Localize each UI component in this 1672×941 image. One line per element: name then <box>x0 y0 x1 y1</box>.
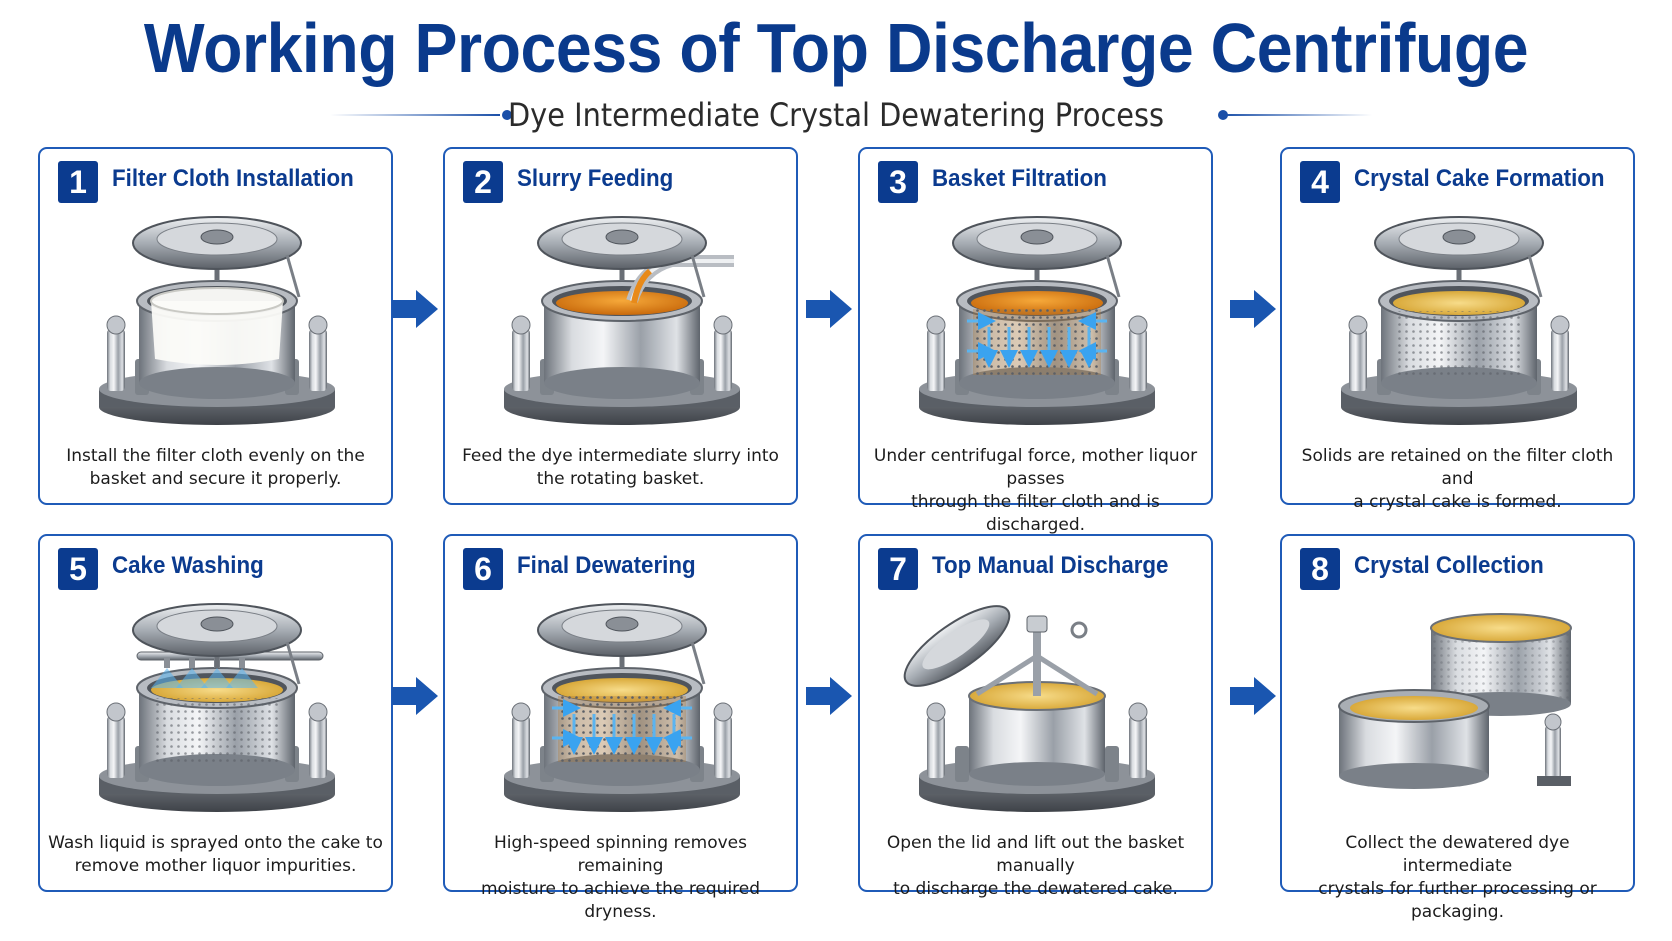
centrifuge-filtration-icon <box>919 216 1155 425</box>
crystal-collection-icon <box>1338 613 1572 789</box>
flow-arrow-icon <box>806 290 852 328</box>
step-description: Feed the dye intermediate slurry into the… <box>453 445 788 491</box>
subtitle-line-right <box>1222 114 1372 116</box>
centrifuge-cake-icon <box>1341 216 1577 425</box>
flow-arrow-icon <box>392 677 438 715</box>
step-description-line-1: Solids are retained on the filter cloth … <box>1301 446 1614 489</box>
page-subtitle: Dye Intermediate Crystal Dewatering Proc… <box>507 96 1165 134</box>
step-number-badge: 4 <box>1300 161 1340 203</box>
step-description-line-1: Under centrifugal force, mother liquor p… <box>873 446 1198 489</box>
step-description-line-2: the rotating basket. <box>536 469 705 489</box>
flow-arrow-icon <box>806 677 852 715</box>
step-description: Under centrifugal force, mother liquor p… <box>868 445 1203 537</box>
centrifuge-filter-cloth-icon <box>99 216 335 425</box>
flow-arrow-icon <box>1230 677 1276 715</box>
step-description: Solids are retained on the filter cloth … <box>1290 445 1625 514</box>
step-card-1: 1 Filter Cloth Installation Install the f… <box>38 147 393 505</box>
centrifuge-washing-icon <box>99 603 335 812</box>
centrifuge-dewatering-icon <box>504 603 740 812</box>
step-number-badge: 7 <box>878 548 918 590</box>
step-title: Cake Washing <box>112 552 264 579</box>
subtitle-row: Dye Intermediate Crystal Dewatering Proc… <box>0 92 1672 138</box>
step-title: Crystal Collection <box>1354 552 1544 579</box>
step-number-badge: 6 <box>463 548 503 590</box>
step-description: Wash liquid is sprayed onto the cake to r… <box>48 832 383 878</box>
step-title: Top Manual Discharge <box>932 552 1169 579</box>
step-description-line-1: Feed the dye intermediate slurry into <box>462 446 779 466</box>
step-number-badge: 5 <box>58 548 98 590</box>
subtitle-line-left <box>330 114 500 116</box>
step-description-line-1: Install the filter cloth evenly on the <box>66 446 365 466</box>
step-number-badge: 1 <box>58 161 98 203</box>
subtitle-dot-left <box>502 110 512 120</box>
step-description-line-1: Wash liquid is sprayed onto the cake to <box>48 833 383 853</box>
step-card-4: 4 Crystal Cake Formation Solids are retai… <box>1280 147 1635 512</box>
step-description: Open the lid and lift out the basket man… <box>868 832 1203 901</box>
centrifuge-slurry-feed-icon <box>504 216 740 425</box>
step-description-line-2: crystals for further processing or packa… <box>1318 879 1597 922</box>
step-title: Basket Filtration <box>932 165 1107 192</box>
step-description-line-2: basket and secure it properly. <box>89 469 342 489</box>
step-description: Install the filter cloth evenly on the ba… <box>48 445 383 491</box>
step-card-2: 2 Slurry Feeding Feed the dye intermediat… <box>443 147 798 505</box>
step-number-badge: 8 <box>1300 548 1340 590</box>
step-title: Crystal Cake Formation <box>1354 165 1605 192</box>
step-card-8: 8 Crystal Collection Collect the dewatere… <box>1280 534 1635 922</box>
step-description-line-1: Collect the dewatered dye intermediate <box>1345 833 1570 876</box>
centrifuge-discharge-icon <box>903 605 1155 812</box>
step-number-badge: 3 <box>878 161 918 203</box>
step-description-line-2: a crystal cake is formed. <box>1353 492 1562 512</box>
step-number-badge: 2 <box>463 161 503 203</box>
step-description-line-1: High-speed spinning removes remaining <box>494 833 747 876</box>
step-description-line-2: through the filter cloth and is discharg… <box>911 492 1160 535</box>
step-description-line-2: remove mother liquor impurities. <box>74 856 357 876</box>
page-title: Working Process of Top Discharge Centrif… <box>143 9 1529 87</box>
step-description-line-2: to discharge the dewatered cake. <box>893 879 1178 899</box>
flow-arrow-icon <box>1230 290 1276 328</box>
step-title: Final Dewatering <box>517 552 696 579</box>
step-title: Slurry Feeding <box>517 165 674 192</box>
step-description-line-2: moisture to achieve the required dryness… <box>480 879 761 922</box>
step-title: Filter Cloth Installation <box>112 165 354 192</box>
flow-arrow-icon <box>392 290 438 328</box>
step-description-line-1: Open the lid and lift out the basket man… <box>886 833 1185 876</box>
